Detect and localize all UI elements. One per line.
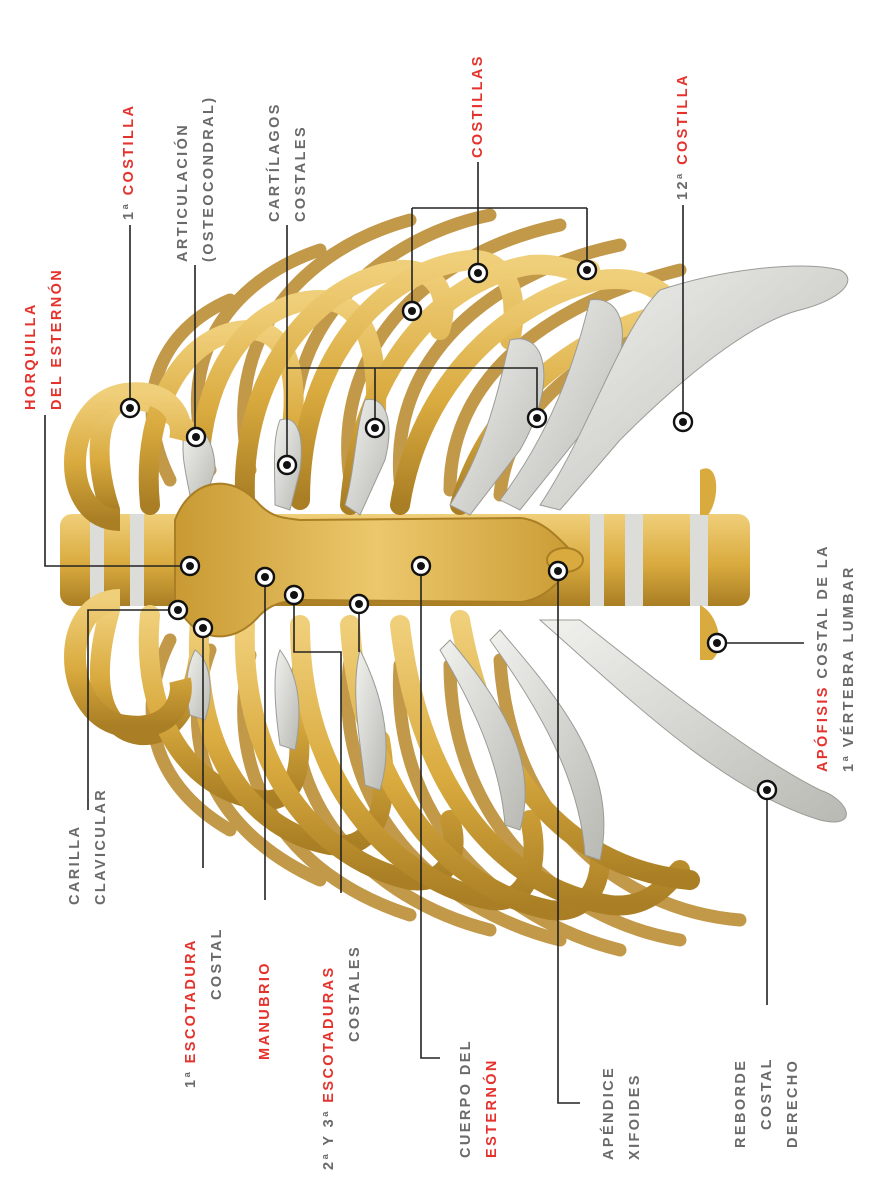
- label-line: (OSTEOCONDRAL): [196, 95, 222, 262]
- label-line: CARTÍLAGOS: [262, 102, 288, 222]
- label-emphasis: COSTILLA: [121, 104, 137, 196]
- label-line: ARTICULACIÓN: [170, 95, 196, 262]
- label-emphasis: COSTILLA: [675, 73, 691, 165]
- marker: [350, 595, 368, 613]
- label-emphasis: APÓFISIS: [815, 685, 831, 772]
- marker: [169, 601, 187, 619]
- label-line: REBORDE: [728, 1057, 754, 1148]
- label-emphasis: ESCOTADURA: [183, 938, 199, 1063]
- marker: [194, 619, 212, 637]
- label-prefix: 1ª: [183, 1063, 199, 1088]
- marker: [187, 428, 205, 446]
- label-line: CUERPO DEL: [453, 1039, 479, 1158]
- label-apendice-xifoides: APÉNDICE XIFOIDES: [596, 1066, 648, 1160]
- marker: [285, 586, 303, 604]
- label-line: MANUBRIO: [252, 961, 278, 1060]
- marker: [366, 419, 384, 437]
- label-cartilagos-costales: CARTÍLAGOS COSTALES: [262, 102, 314, 222]
- marker: [528, 409, 546, 427]
- label-line: CLAVICULAR: [88, 788, 114, 905]
- label-prefix: 1ª: [121, 195, 137, 220]
- label-line: DEL ESTERNÓN: [44, 268, 70, 410]
- label-line: COSTAL: [754, 1057, 780, 1148]
- label-apofisis-costal: APÓFISIS COSTAL DE LA 1ª VÉRTEBRA LUMBAR: [810, 544, 862, 772]
- label-line: HORQUILLA: [18, 268, 44, 410]
- label-line: APÉNDICE: [596, 1066, 622, 1160]
- marker: [278, 456, 296, 474]
- label-2a-3a-escotaduras-costales: 2ª Y 3ª ESCOTADURAS COSTALES: [316, 945, 368, 1170]
- label-line: DERECHO: [780, 1057, 806, 1148]
- label-carilla-clavicular: CARILLA CLAVICULAR: [62, 788, 114, 905]
- label-prefix: 2ª Y 3ª: [321, 1103, 337, 1170]
- label-reborde-costal-derecho: REBORDE COSTAL DERECHO: [728, 1057, 806, 1148]
- marker: [674, 413, 692, 431]
- marker: [403, 302, 421, 320]
- marker: [256, 568, 274, 586]
- label-line: XIFOIDES: [622, 1066, 648, 1160]
- marker: [578, 261, 596, 279]
- label-prefix: 12ª: [675, 165, 691, 200]
- label-rest: COSTAL DE LA: [815, 544, 831, 685]
- label-line: 1ª VÉRTEBRA LUMBAR: [836, 544, 862, 772]
- marker: [412, 557, 430, 575]
- label-articulacion-osteocondral: ARTICULACIÓN (OSTEOCONDRAL): [170, 95, 222, 262]
- label-manubrio: MANUBRIO: [252, 961, 278, 1060]
- label-costillas: COSTILLAS: [465, 54, 491, 158]
- marker: [121, 399, 139, 417]
- marker: [708, 634, 726, 652]
- label-line: COSTILLAS: [465, 54, 491, 158]
- label-emphasis: ESCOTADURAS: [321, 965, 337, 1102]
- marker: [758, 781, 776, 799]
- label-line: CARILLA: [62, 788, 88, 905]
- label-line: COSTALES: [342, 945, 368, 1170]
- label-horquilla-del-esternon: HORQUILLA DEL ESTERNÓN: [18, 268, 70, 410]
- label-cuerpo-del-esternon: CUERPO DEL ESTERNÓN: [453, 1039, 505, 1158]
- label-line: ESTERNÓN: [479, 1039, 505, 1158]
- marker: [181, 557, 199, 575]
- marker: [469, 264, 487, 282]
- label-12a-costilla: 12ª COSTILLA: [670, 73, 696, 200]
- marker: [549, 562, 567, 580]
- label-1a-costilla: 1ª COSTILLA: [116, 104, 142, 220]
- label-1a-escotadura-costal: 1ª ESCOTADURA COSTAL: [178, 927, 230, 1088]
- label-line: COSTALES: [288, 102, 314, 222]
- label-line: COSTAL: [204, 927, 230, 1088]
